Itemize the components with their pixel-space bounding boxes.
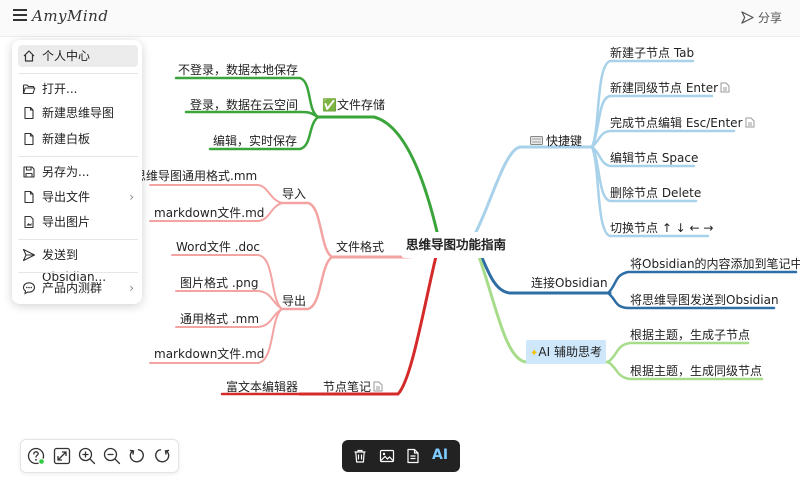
menu-item-export-image[interactable]: 导出图片: [18, 211, 138, 233]
menu-item-label: 新建思维导图: [42, 106, 115, 120]
node-file-format[interactable]: 文件格式: [336, 240, 385, 254]
menu-item-label: 打开...: [42, 82, 78, 96]
node-toolbar: AI: [342, 440, 460, 472]
node-leaf[interactable]: 登录，数据在云空间: [190, 98, 299, 112]
main-menu: 个人中心 打开... 新建思维导图 新建白板 另存为... 导出文件 › 导出图…: [12, 40, 142, 304]
root-node[interactable]: 思维导图功能指南: [401, 232, 511, 258]
node-export[interactable]: 导出: [282, 294, 307, 308]
node-leaf[interactable]: 删除节点 Delete: [610, 186, 702, 200]
node-leaf[interactable]: 通用格式 .mm: [180, 312, 260, 326]
node-leaf[interactable]: 思维导图通用格式.mm: [134, 169, 258, 183]
node-shortcuts-label: 快捷键: [546, 134, 583, 148]
undo-icon[interactable]: [128, 447, 146, 465]
send-icon: [741, 11, 754, 24]
node-leaf-with-note[interactable]: 新建同级节点 Enter: [610, 80, 730, 96]
note-icon: [373, 381, 383, 392]
node-leaf[interactable]: 将Obsidian的内容添加到笔记中: [630, 257, 800, 271]
node-leaf[interactable]: 切换节点 ↑ ↓ ← →: [610, 221, 714, 235]
trash-icon[interactable]: [352, 448, 368, 464]
image-file-icon: [24, 215, 34, 229]
menu-item-label: 新建白板: [42, 132, 91, 146]
menu-item-export-file[interactable]: 导出文件 ›: [18, 186, 138, 208]
save-icon: [23, 166, 35, 178]
share-label: 分享: [757, 11, 782, 25]
menu-item-profile[interactable]: 个人中心: [18, 45, 138, 67]
file-icon: [24, 190, 34, 204]
menu-divider: [18, 156, 138, 157]
fit-screen-icon[interactable]: [53, 447, 71, 465]
ai-button[interactable]: AI: [432, 447, 449, 463]
node-note[interactable]: 节点笔记: [323, 379, 383, 395]
node-ai-label: AI 辅助思考: [538, 345, 602, 359]
menu-item-open[interactable]: 打开...: [18, 78, 138, 100]
menu-icon[interactable]: [13, 9, 27, 21]
node-leaf[interactable]: 图片格式 .png: [180, 276, 259, 290]
node-ai[interactable]: ✦AI 辅助思考: [526, 340, 606, 364]
note-icon: [720, 82, 730, 93]
menu-item-label: 产品内测群: [42, 281, 103, 295]
node-file-storage[interactable]: ✅文件存储: [322, 98, 385, 112]
note-icon: [745, 117, 754, 128]
menu-item-label: 发送到Obsidian...: [42, 248, 107, 284]
share-button[interactable]: 分享: [741, 9, 782, 26]
node-leaf[interactable]: 编辑节点 Space: [610, 151, 699, 165]
chevron-right-icon: ›: [129, 281, 134, 295]
keyboard-icon: [530, 136, 543, 145]
image-icon[interactable]: [379, 448, 395, 464]
node-leaf[interactable]: 新建子节点 Tab: [610, 46, 695, 60]
node-leaf[interactable]: markdown文件.md: [154, 347, 265, 361]
chat-icon: [22, 282, 36, 295]
node-leaf[interactable]: 将思维导图发送到Obsidian: [630, 293, 779, 307]
file-icon: [24, 132, 34, 146]
node-leaf[interactable]: 富文本编辑器: [226, 380, 299, 394]
node-leaf[interactable]: 不登录，数据本地保存: [178, 63, 299, 77]
menu-item-save-as[interactable]: 另存为...: [18, 161, 138, 183]
menu-item-label: 个人中心: [42, 49, 91, 63]
menu-divider: [18, 239, 138, 240]
zoom-in-icon[interactable]: [78, 447, 96, 465]
menu-item-send-obsidian[interactable]: 发送到Obsidian...: [18, 244, 138, 284]
node-obsidian[interactable]: 连接Obsidian: [531, 276, 608, 290]
node-import[interactable]: 导入: [282, 187, 307, 201]
sparkle-icon: ✦: [530, 348, 539, 359]
node-note-label: 节点笔记: [323, 380, 372, 394]
node-leaf-label: 完成节点编辑 Esc/Enter: [610, 116, 743, 130]
file-icon: [24, 106, 34, 120]
node-leaf[interactable]: 编辑，实时保存: [213, 134, 298, 148]
node-leaf-with-note[interactable]: 完成节点编辑 Esc/Enter: [610, 115, 755, 131]
node-shortcuts[interactable]: 快捷键: [530, 133, 582, 149]
node-leaf[interactable]: 根据主题，生成子节点: [630, 328, 751, 342]
node-leaf[interactable]: Word文件 .doc: [176, 240, 261, 254]
folder-open-icon: [22, 84, 36, 95]
menu-divider: [18, 73, 138, 74]
help-icon[interactable]: [27, 447, 45, 465]
home-icon: [23, 50, 35, 62]
node-leaf-label: 新建同级节点 Enter: [610, 81, 719, 95]
menu-divider: [18, 272, 138, 273]
node-leaf[interactable]: markdown文件.md: [154, 206, 265, 220]
menu-item-label: 另存为...: [42, 165, 90, 179]
menu-item-label: 导出文件: [42, 190, 91, 204]
chevron-right-icon: ›: [129, 190, 134, 204]
send-icon: [22, 248, 36, 262]
top-bar: AmyMind 分享: [0, 0, 800, 37]
menu-item-label: 导出图片: [42, 215, 91, 229]
zoom-out-icon[interactable]: [103, 447, 121, 465]
zoom-bar: [20, 439, 179, 473]
note-icon[interactable]: [405, 448, 421, 464]
menu-item-new-mindmap[interactable]: 新建思维导图: [18, 102, 138, 124]
app-logo: AmyMind: [32, 7, 109, 25]
node-leaf[interactable]: 根据主题，生成同级节点: [630, 364, 763, 378]
menu-item-new-whiteboard[interactable]: 新建白板: [18, 128, 138, 150]
redo-icon[interactable]: [153, 447, 171, 465]
menu-item-beta-group[interactable]: 产品内测群 ›: [18, 277, 138, 299]
